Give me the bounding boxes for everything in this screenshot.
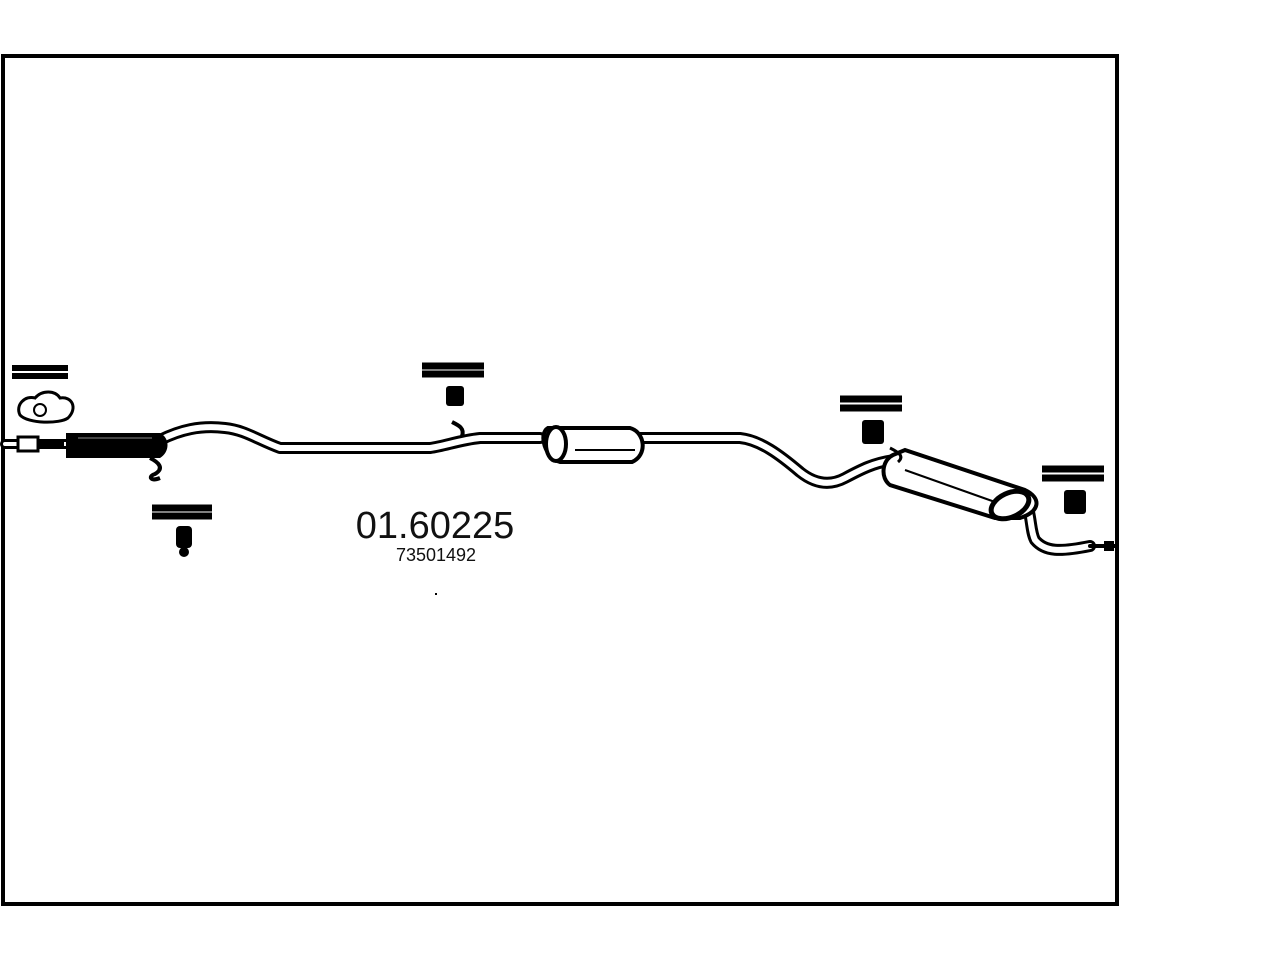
- hanger-icon: [148, 456, 212, 557]
- oe-reference-number: 73501492: [396, 545, 476, 565]
- centre-silencer: [541, 425, 645, 464]
- dot-mark: [435, 593, 437, 595]
- front-silencer: [66, 433, 168, 458]
- front-mount-icon: [10, 362, 75, 424]
- rear-silencer: [881, 447, 1039, 522]
- front-flange-clamp: [16, 435, 64, 453]
- hanger-icon: [422, 362, 484, 437]
- system-part-number: 01.60225: [356, 505, 515, 547]
- hanger-icon: [1042, 465, 1104, 514]
- hanger-icon: [840, 395, 903, 464]
